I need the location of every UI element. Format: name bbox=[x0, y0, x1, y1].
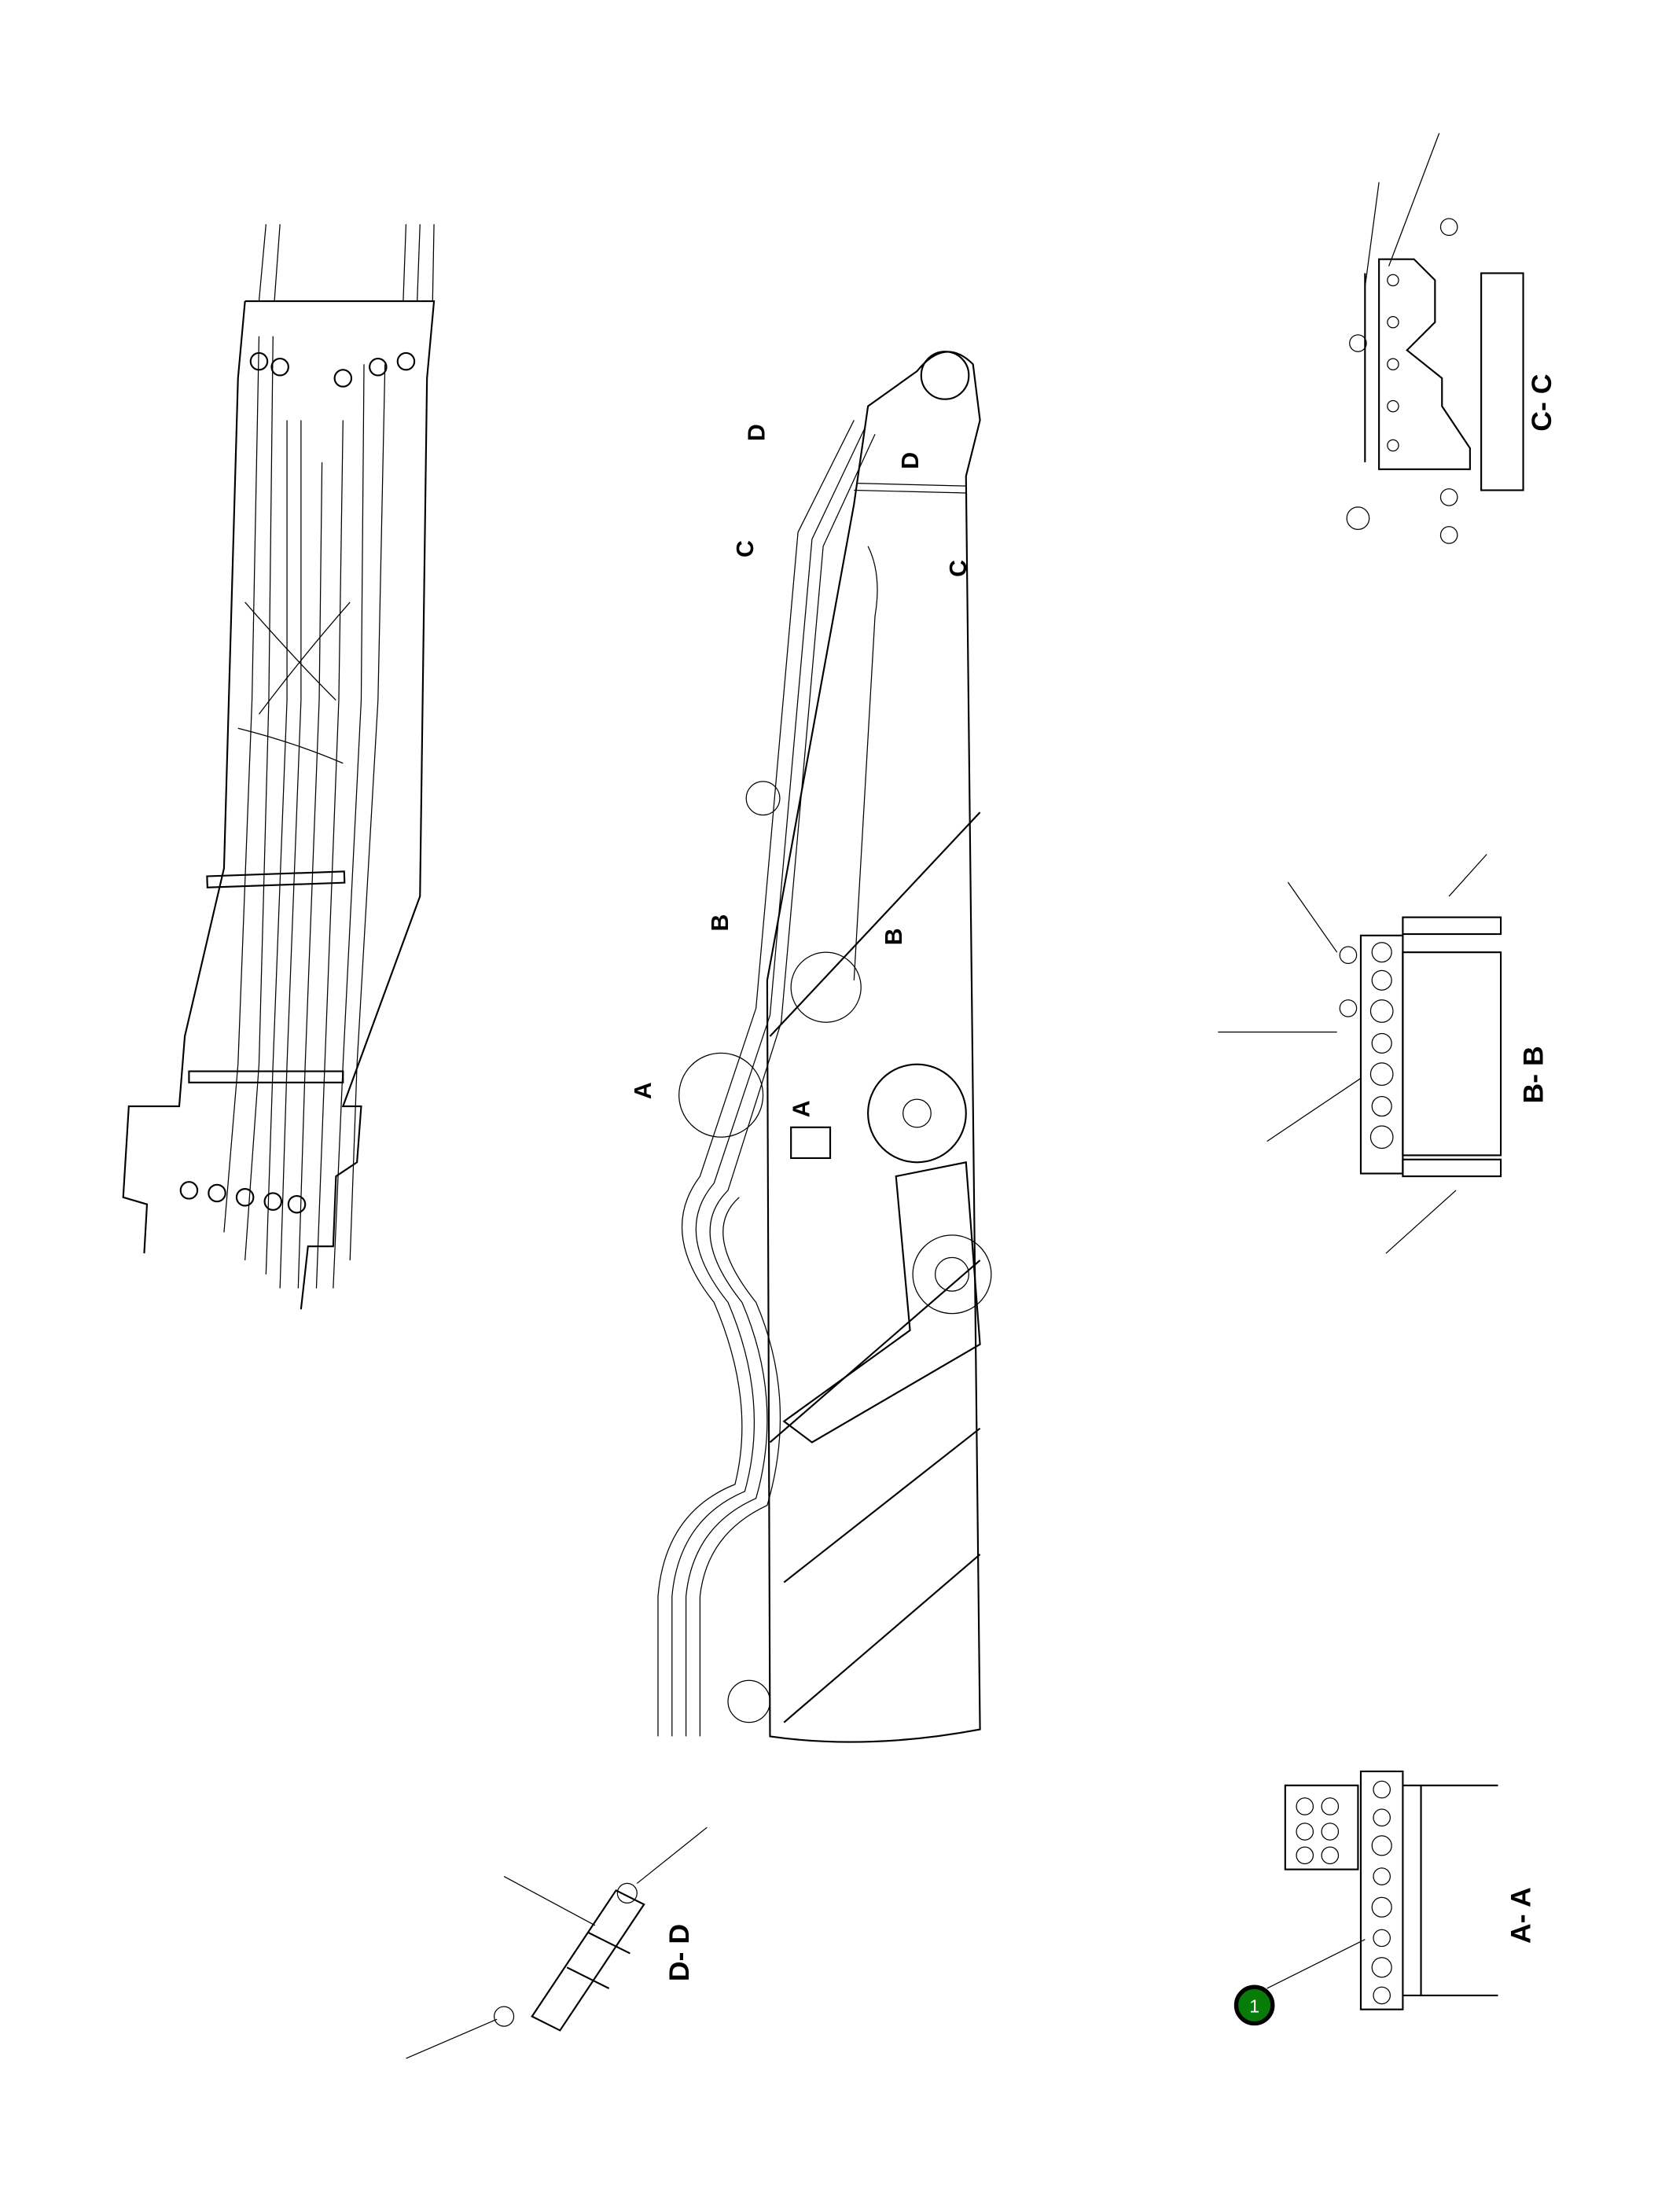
section-aa-label: A- A bbox=[1505, 1887, 1536, 1944]
section-marker-d: D bbox=[744, 424, 770, 441]
callout-badge-1[interactable]: 1 bbox=[1233, 1984, 1275, 2026]
callout-number: 1 bbox=[1249, 1995, 1259, 2016]
boom-side-view bbox=[657, 351, 992, 1743]
hose-bundle-view bbox=[122, 224, 436, 1310]
section-marker-a: A bbox=[789, 1100, 814, 1117]
section-markers: D D C C B B A A bbox=[630, 424, 972, 1117]
section-marker-b: B bbox=[881, 928, 907, 945]
section-marker-c: C bbox=[733, 540, 759, 557]
section-aa-view: A- A 1 bbox=[1233, 1770, 1536, 2026]
section-bb-view: B- B bbox=[1218, 854, 1549, 1254]
section-dd-view: D- D bbox=[406, 1826, 708, 2059]
section-cc-view: C- C bbox=[1346, 133, 1557, 544]
section-marker-c: C bbox=[946, 560, 972, 577]
section-marker-d: D bbox=[898, 452, 924, 469]
section-marker-b: B bbox=[708, 914, 733, 932]
section-bb-label: B- B bbox=[1517, 1046, 1549, 1103]
section-marker-a: A bbox=[630, 1082, 656, 1099]
section-dd-label: D- D bbox=[664, 1924, 695, 1981]
section-cc-label: C- C bbox=[1526, 374, 1557, 432]
